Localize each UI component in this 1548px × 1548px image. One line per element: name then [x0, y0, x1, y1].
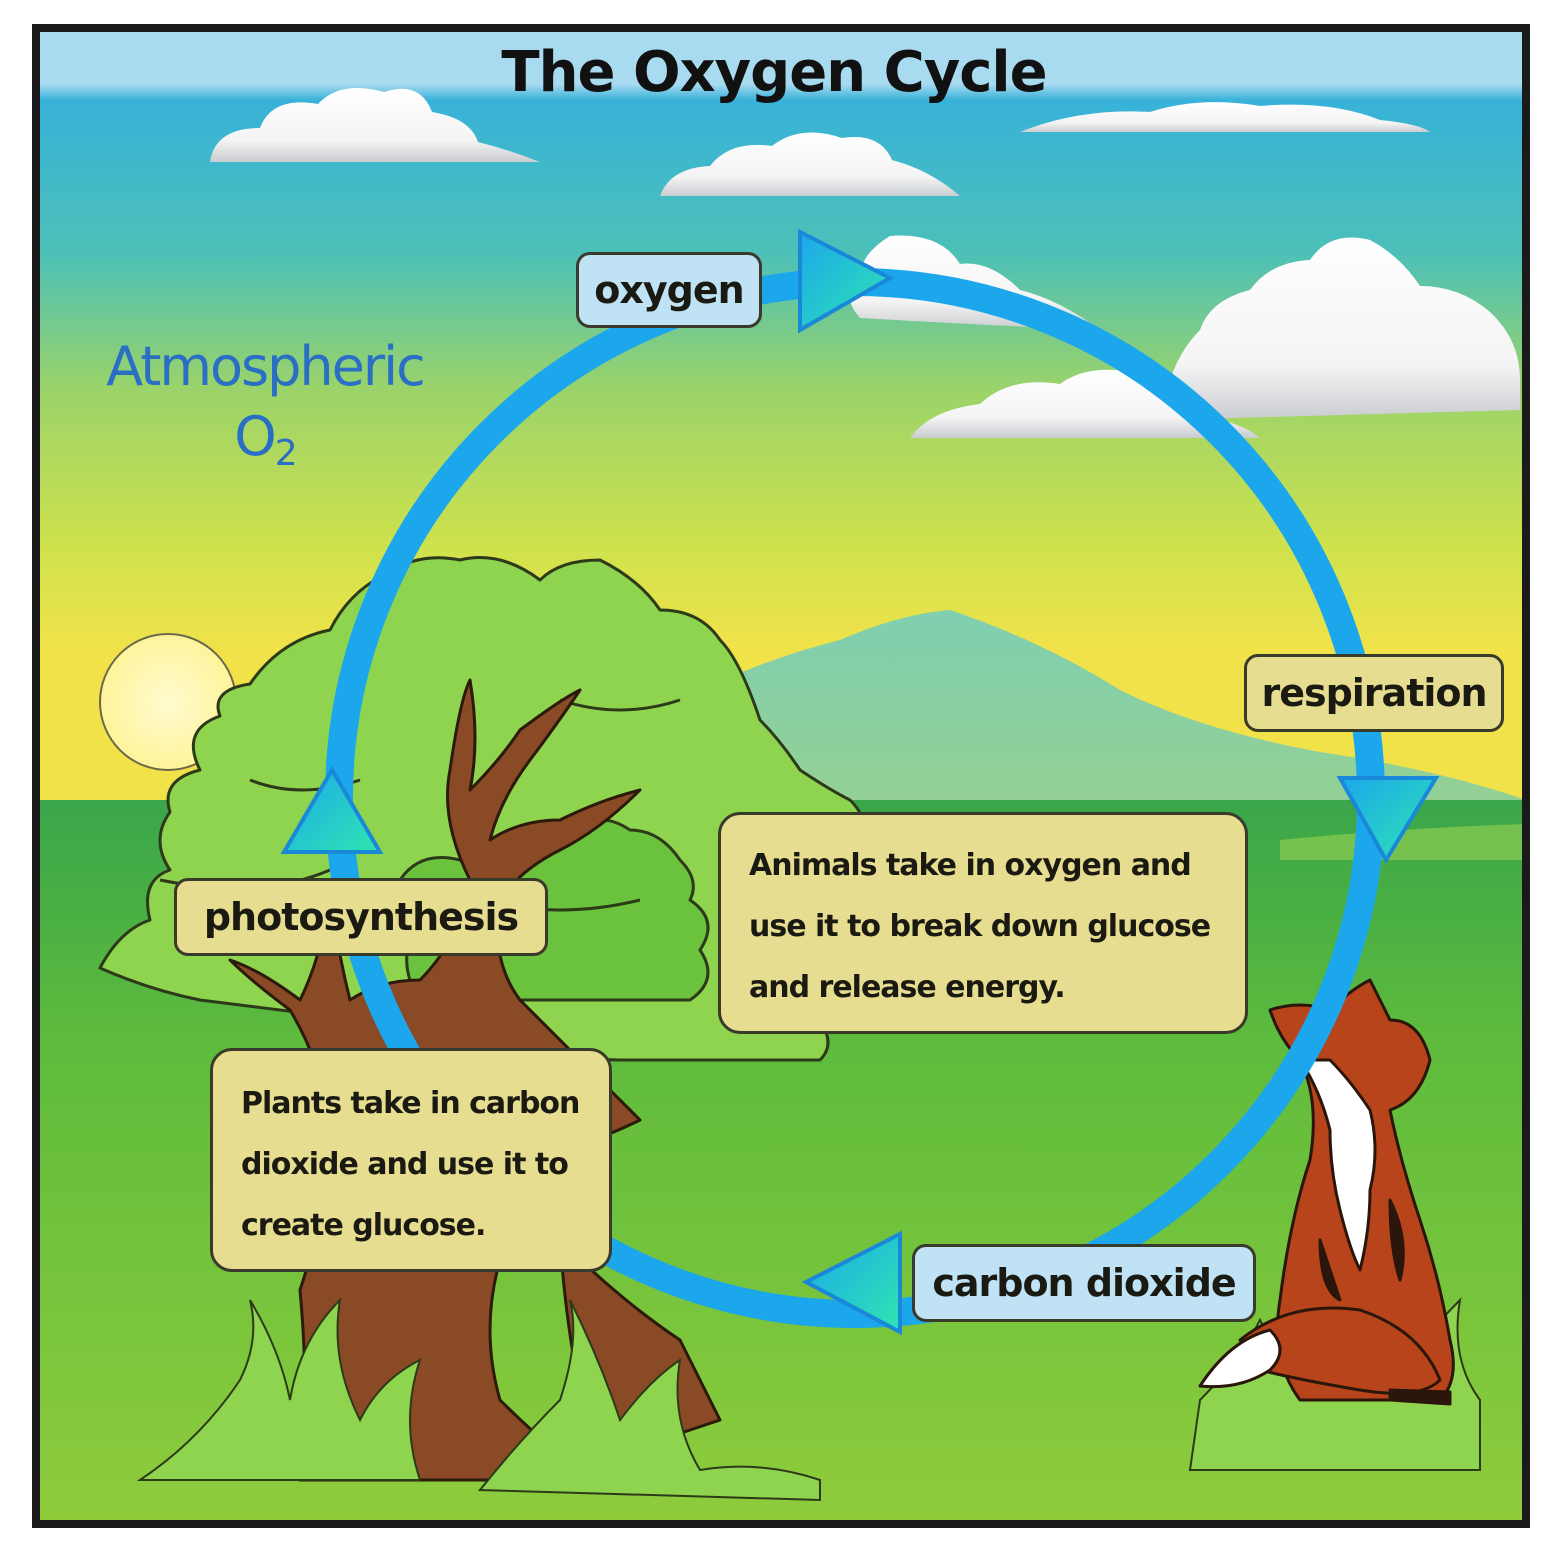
plants-note-line-1: Plants take in carbon: [241, 1086, 580, 1121]
o2-subscript: 2: [274, 433, 298, 474]
arrowhead-bottom: [801, 1230, 902, 1336]
photosynthesis-label: photosynthesis: [174, 878, 548, 956]
diagram-title: The Oxygen Cycle: [501, 40, 1047, 105]
respiration-label: respiration: [1244, 654, 1504, 732]
plants-note: Plants take in carbon dioxide and use it…: [210, 1048, 612, 1272]
o2-symbol: O: [234, 405, 276, 468]
atmospheric-o2-label: Atmospheric O2: [80, 332, 450, 489]
arrowhead-right: [1336, 776, 1440, 864]
plants-note-line-3: create glucose.: [241, 1208, 486, 1243]
carbon-dioxide-label: carbon dioxide: [912, 1244, 1256, 1322]
animals-note-line-2: use it to break down glucose: [749, 909, 1211, 944]
arrowhead-left: [280, 766, 384, 854]
atmospheric-word: Atmospheric: [106, 335, 426, 398]
clouds: [210, 88, 1520, 438]
mountain: [680, 610, 1526, 860]
o2-formula: O2: [80, 402, 450, 489]
animals-note: Animals take in oxygen and use it to bre…: [718, 812, 1248, 1034]
animals-note-line-1: Animals take in oxygen and: [749, 848, 1192, 883]
plants-note-line-2: dioxide and use it to: [241, 1147, 569, 1182]
oxygen-label: oxygen: [576, 252, 762, 328]
animals-note-line-3: and release energy.: [749, 970, 1066, 1005]
frame-border: [32, 24, 1530, 1528]
fox: [1198, 978, 1455, 1406]
arrowhead-top: [798, 228, 895, 334]
